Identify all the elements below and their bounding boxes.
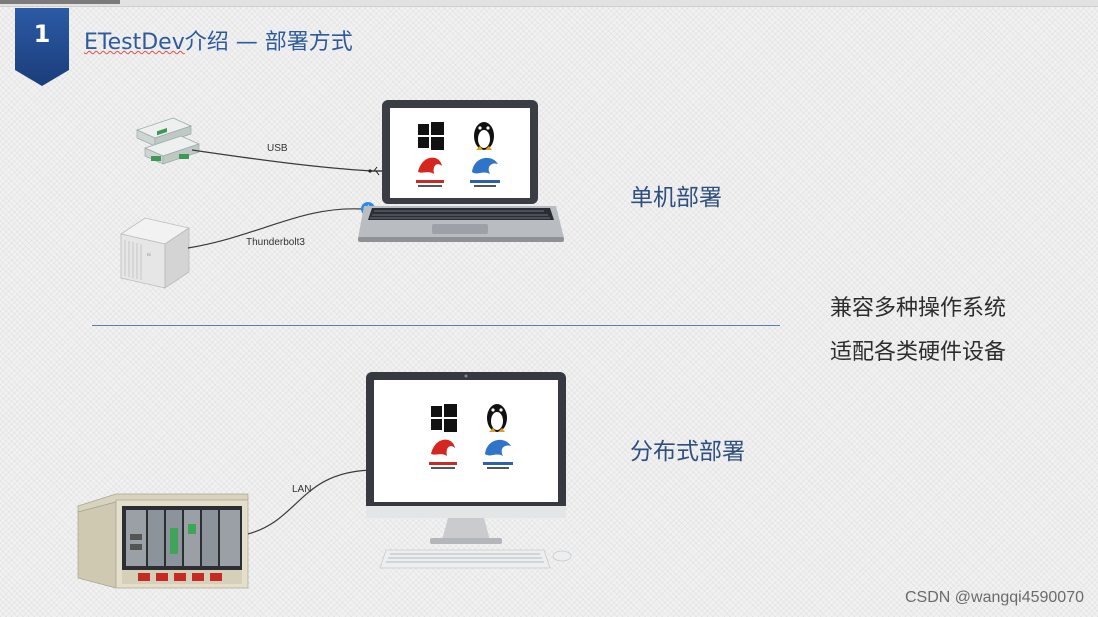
title-english: ETestDev — [84, 30, 185, 55]
neokylin-logo — [416, 157, 444, 187]
csdn-watermark: CSDN @wangqi4590070 — [904, 589, 1084, 606]
distributed-deploy-label: 分布式部署 — [630, 439, 745, 465]
section-badge-shape — [15, 8, 69, 86]
thunderbolt-label: Thunderbolt3 — [246, 237, 305, 248]
windows-logo — [418, 122, 444, 150]
kylin-logo — [483, 439, 513, 469]
section-number: 1 — [33, 20, 51, 48]
lan-label: LAN — [292, 484, 312, 495]
usb-daq-module-icon — [136, 117, 200, 165]
os-logos-laptop — [416, 122, 500, 187]
kylin-logo — [470, 157, 500, 187]
title-chinese: 介绍 — 部署方式 — [184, 30, 353, 55]
feature-line-2: 适配各类硬件设备 — [830, 340, 1007, 365]
linux-tux-logo — [487, 404, 507, 432]
windows-logo — [431, 404, 457, 432]
single-deploy-label: 单机部署 — [630, 185, 722, 211]
pxi-chassis-icon — [77, 493, 249, 589]
neokylin-logo — [429, 439, 457, 469]
section-divider — [92, 325, 780, 326]
linux-tux-logo — [474, 122, 494, 150]
os-logos-monitor — [429, 404, 513, 469]
desktop-monitor-icon — [366, 372, 572, 569]
top-accent — [0, 0, 120, 4]
feature-line-1: 兼容多种操作系统 — [830, 296, 1007, 321]
usb-label: USB — [267, 143, 288, 154]
top-border — [0, 0, 1098, 7]
thunderbolt-chassis-icon: ni — [120, 217, 190, 289]
svg-text:ni: ni — [147, 252, 151, 257]
page-title: ETestDev介绍 — 部署方式 — [84, 24, 353, 56]
